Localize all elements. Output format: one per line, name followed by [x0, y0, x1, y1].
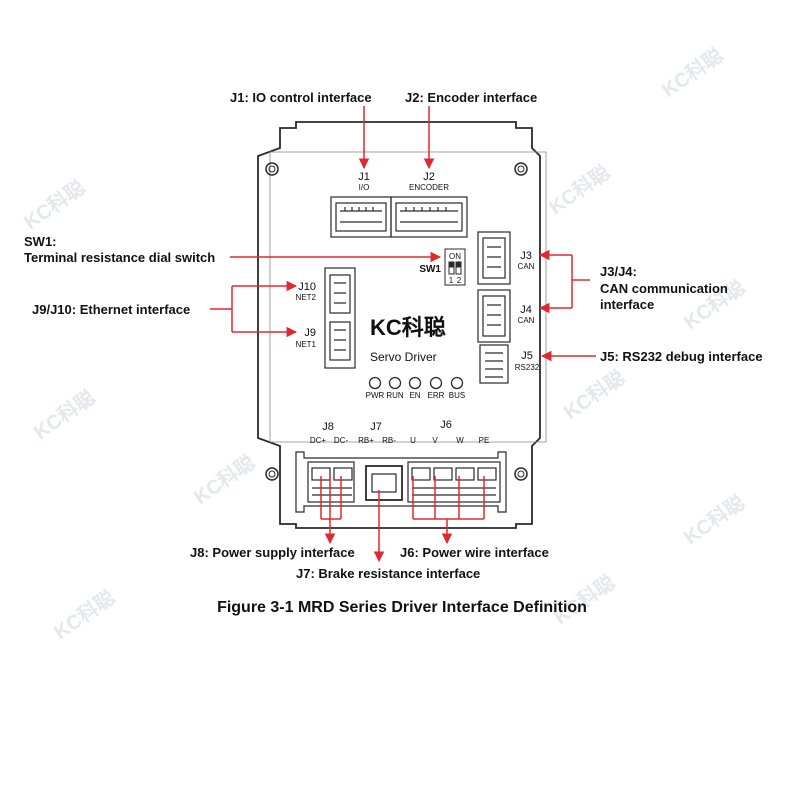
j4-label: J4: [520, 304, 532, 316]
callout-j2: J2: Encoder interface: [405, 90, 537, 105]
watermarks: KC科聪 KC科聪 KC科聪 KC科聪 KC科聪 KC科聪 KC科聪 KC科聪 …: [19, 43, 749, 644]
ethernet-connectors: [324, 267, 356, 369]
terminal-v: V: [432, 436, 438, 445]
rs232-connector: [479, 344, 509, 384]
j1-connector: [330, 196, 392, 238]
terminal-pe: PE: [479, 436, 490, 445]
j2-label: J2: [423, 171, 435, 183]
terminal-w: W: [456, 436, 464, 445]
j5-sublabel: RS232: [515, 363, 540, 372]
terminal-u: U: [410, 436, 416, 445]
callout-j1: J1: IO control interface: [230, 90, 372, 105]
watermark: KC科聪: [679, 490, 749, 549]
j9-sublabel: NET1: [296, 340, 317, 349]
watermark: KC科聪: [657, 43, 727, 102]
driver-housing: [257, 121, 547, 529]
sw1-pin-2: 2: [457, 276, 462, 285]
can-connectors: [477, 231, 511, 343]
watermark: KC科聪: [544, 160, 614, 219]
callout-j3-j4-line2: CAN communication: [600, 281, 728, 296]
callout-sw1-title: SW1:: [24, 234, 57, 249]
sw1-pin-1: 1: [449, 276, 454, 285]
sw1-dip-switch: [444, 248, 466, 286]
j2-sublabel: ENCODER: [409, 183, 449, 192]
j9-label: J9: [304, 327, 316, 339]
j7-label: J7: [370, 421, 382, 433]
terminal-rb-minus: RB-: [382, 436, 396, 445]
terminal-dc-minus: DC-: [334, 436, 349, 445]
callout-j9-j10: J9/J10: Ethernet interface: [32, 302, 190, 317]
callout-j7: J7: Brake resistance interface: [296, 566, 480, 581]
j1-label: J1: [358, 171, 370, 183]
callout-j3-j4-title: J3/J4:: [600, 264, 637, 279]
led-bus-label: BUS: [449, 391, 465, 400]
callout-j3-j4-line3: interface: [600, 297, 654, 312]
j10-label: J10: [298, 281, 316, 293]
watermark: KC科聪: [189, 450, 259, 509]
j4-sublabel: CAN: [518, 316, 535, 325]
sw1-on-label: ON: [449, 252, 461, 261]
j10-sublabel: NET2: [296, 293, 317, 302]
led-run-label: RUN: [386, 391, 404, 400]
callout-j5: J5: RS232 debug interface: [600, 349, 763, 364]
j6-label: J6: [440, 419, 452, 431]
terminal-dc-plus: DC+: [310, 436, 327, 445]
j3-sublabel: CAN: [518, 262, 535, 271]
led-pwr-label: PWR: [366, 391, 385, 400]
status-leds: [368, 376, 464, 390]
led-en-label: EN: [409, 391, 420, 400]
watermark: KC科聪: [49, 585, 119, 644]
callout-sw1-desc: Terminal resistance dial switch: [24, 250, 215, 265]
leader-lines: [210, 106, 596, 563]
led-err-label: ERR: [428, 391, 445, 400]
callout-j8: J8: Power supply interface: [190, 545, 355, 560]
j2-connector: [390, 196, 468, 238]
watermark: KC科聪: [19, 175, 89, 234]
brand-logo: KC科聪: [370, 315, 446, 340]
j8-label: J8: [322, 421, 334, 433]
callout-j6: J6: Power wire interface: [400, 545, 549, 560]
figure-caption: Figure 3-1 MRD Series Driver Interface D…: [217, 599, 587, 616]
terminal-rb-plus: RB+: [358, 436, 374, 445]
j1-sublabel: I/O: [359, 183, 370, 192]
j5-label: J5: [521, 350, 533, 362]
watermark: KC科聪: [29, 385, 99, 444]
product-name: Servo Driver: [370, 350, 437, 364]
watermark: KC科聪: [559, 365, 629, 424]
j3-label: J3: [520, 250, 532, 262]
power-terminal-block: [295, 451, 507, 513]
sw1-label: SW1: [419, 264, 441, 275]
